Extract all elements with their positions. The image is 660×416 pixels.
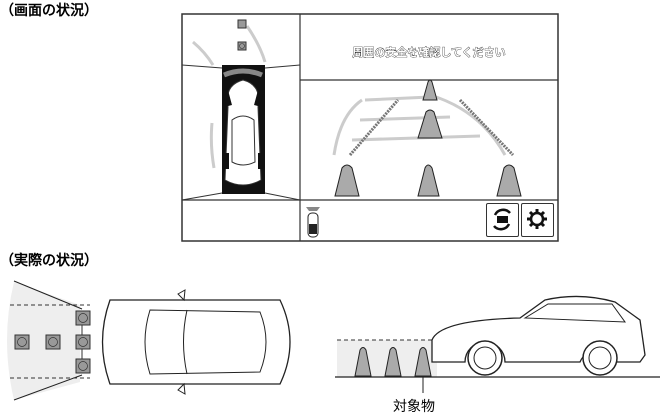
- object: [45, 334, 61, 350]
- settings-button[interactable]: [521, 203, 554, 237]
- rear-camera-panel: [332, 79, 522, 197]
- camera-switch-icon: [493, 208, 511, 231]
- top-view-panel: [181, 19, 301, 201]
- cone: [384, 347, 402, 377]
- camera-switch-button[interactable]: [486, 203, 519, 237]
- caption-actual-state: （実際の状況）: [0, 253, 98, 269]
- caption-screen-state: （画面の状況）: [0, 3, 98, 19]
- gear-icon: [527, 209, 547, 229]
- car-mini-icon: [306, 207, 320, 238]
- actual-side-view: [335, 295, 660, 393]
- object: [75, 358, 91, 374]
- object: [14, 334, 30, 350]
- actual-top-view: [7, 280, 291, 401]
- target-object-label: 対象物: [393, 399, 435, 415]
- safety-message: 周囲の安全を確認してください: [352, 46, 506, 60]
- cone: [422, 79, 438, 101]
- object: [75, 334, 91, 350]
- cone: [417, 164, 440, 197]
- object: [75, 310, 91, 326]
- cone: [496, 164, 522, 197]
- cone: [354, 347, 372, 377]
- cone: [334, 164, 360, 197]
- cone: [414, 347, 432, 377]
- cone: [417, 109, 443, 139]
